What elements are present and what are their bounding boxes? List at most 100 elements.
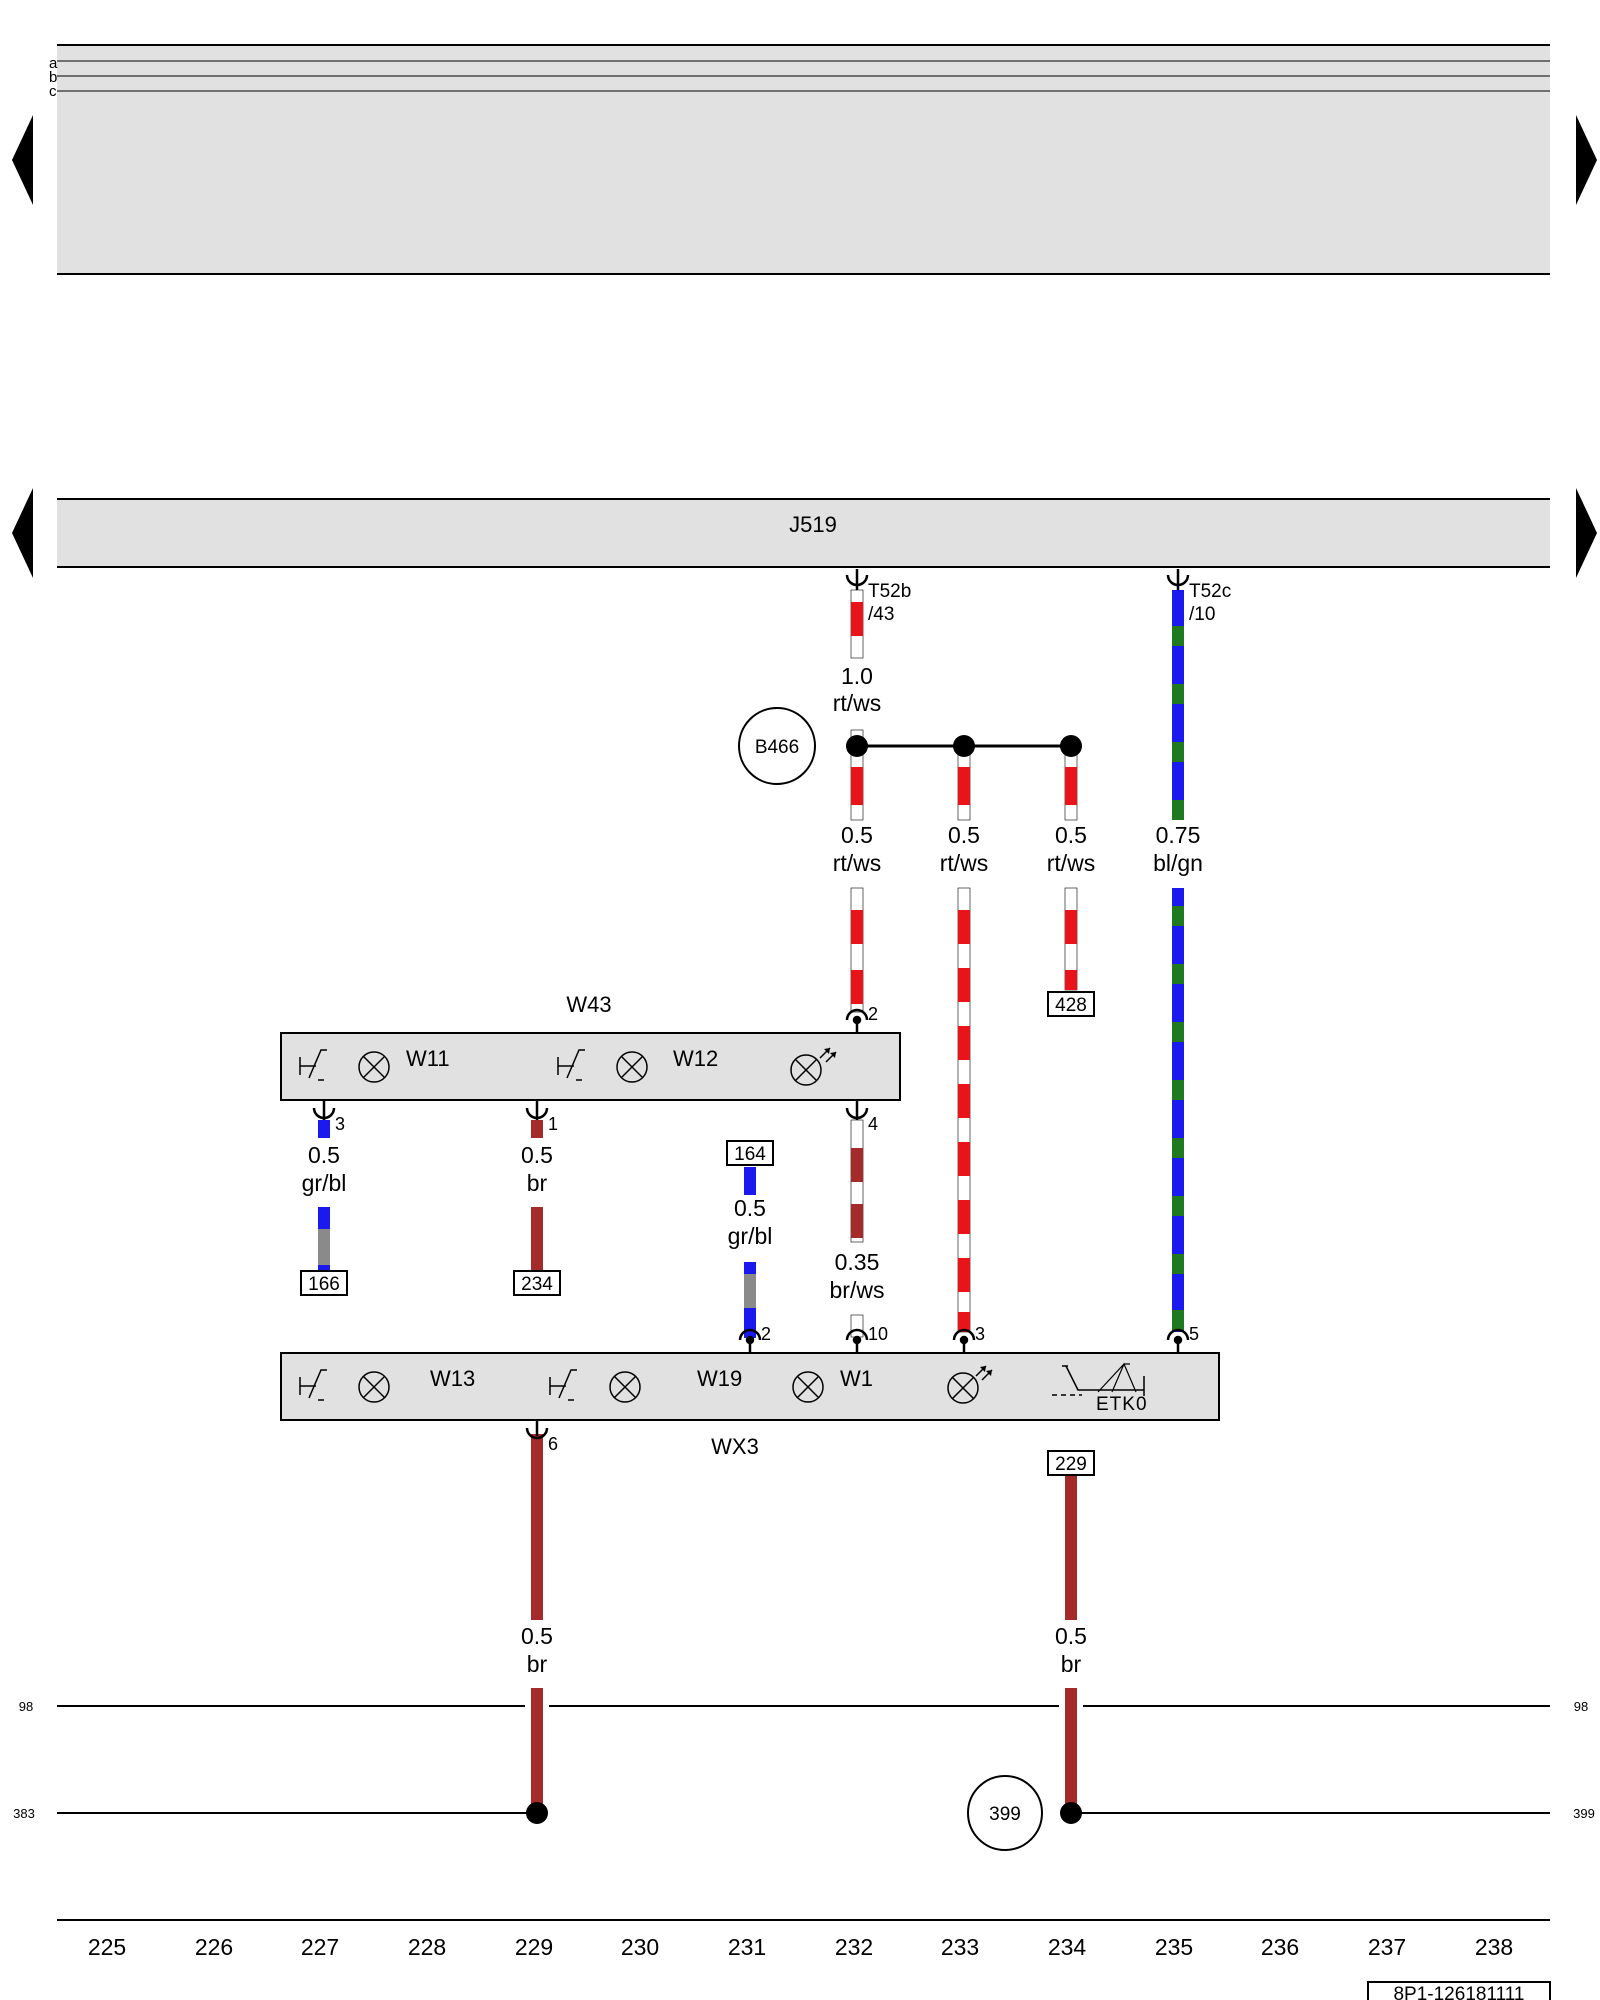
line-399-right: 399 (1573, 1806, 1595, 1821)
w19-label: W19 (697, 1366, 742, 1391)
wire-164-size: 0.5 (734, 1195, 766, 1221)
wire-bl-gn-lower (1172, 888, 1184, 1332)
document-id-label: 8P1-126181111 (1393, 1984, 1524, 2000)
bus-label-b: b (49, 69, 57, 86)
wire-gr-bl-pin3 (318, 1120, 330, 1287)
wire-b2-color: rt/ws (940, 850, 989, 876)
wire-bl-gn-upper (1172, 590, 1184, 820)
wire-br-ws-pin4 (850, 1119, 864, 1243)
connector-symbol (845, 1008, 869, 1021)
nav-left-arrow-icon[interactable] (12, 115, 33, 205)
document-id: 8P1-126181111 (1367, 1981, 1551, 2000)
led-icon (790, 1047, 837, 1086)
door-contact-switch-icon (1052, 1362, 1145, 1396)
wire-g2-color: br (1061, 1651, 1082, 1677)
wire-p1-color: br (527, 1170, 548, 1196)
connector-symbol (845, 1328, 869, 1341)
column-number: 235 (1155, 1934, 1193, 1960)
lamp-icon (358, 1051, 390, 1083)
column-number: 228 (408, 1934, 446, 1960)
nav-right-arrow-icon-2[interactable] (1576, 488, 1597, 578)
wire-long-rt-ws (957, 887, 971, 1333)
wire-lower-rt-ws-3 (1064, 887, 1078, 991)
wire-br-ws-pin10 (850, 1314, 864, 1338)
ref-164-label: 164 (734, 1144, 766, 1165)
line-98-right: 98 (1574, 1699, 1588, 1714)
w11-label: W11 (406, 1046, 450, 1071)
wire-b1-color: rt/ws (833, 850, 882, 876)
etk-label: ETK0 (1096, 1394, 1148, 1415)
ref-166-label: 166 (308, 1274, 340, 1295)
lamp-icon (609, 1371, 641, 1403)
column-number: 227 (301, 1934, 339, 1960)
bus-label-c: c (49, 83, 57, 100)
w12-label: W12 (673, 1046, 718, 1071)
column-number: 225 (88, 1934, 126, 1960)
wire-br-pin1 (531, 1120, 543, 1287)
w13-label: W13 (430, 1366, 475, 1391)
connector-symbol (525, 1427, 549, 1440)
component-wx3: WX3 W13 W19 W1 ETK0 (280, 1352, 1220, 1459)
connector-symbols (312, 569, 1190, 1440)
component-w43: W43 W11 W12 (280, 992, 901, 1101)
wire-branch-rt-ws-2 (957, 747, 971, 821)
switch-icon (557, 1049, 585, 1081)
nav-left-arrow-icon-2[interactable] (12, 488, 33, 578)
ref-box-428[interactable]: 428 (1047, 991, 1095, 1017)
wire-p4-size: 0.35 (835, 1249, 880, 1275)
wx3-pin-3: 3 (975, 1324, 985, 1344)
wx3-pin-6: 6 (548, 1434, 558, 1454)
lamp-icon (792, 1371, 824, 1403)
wire-main-size: 1.0 (841, 663, 873, 689)
column-number: 233 (941, 1934, 979, 1960)
wire-164-color: gr/bl (728, 1223, 773, 1249)
w43-pin-2: 2 (868, 1004, 878, 1024)
ref-box-166[interactable]: 166 (300, 1270, 348, 1296)
switch-icon (299, 1049, 327, 1081)
wire-main-rt-ws (850, 589, 864, 659)
splice-b466: B466 (738, 707, 1082, 785)
wire-p3-color: gr/bl (302, 1170, 347, 1196)
w1-label: W1 (840, 1366, 873, 1391)
wire-labels: 1.0 rt/ws 0.5 rt/ws 0.5 rt/ws 0.5 rt/ws … (302, 663, 1203, 1677)
wire-g2-size: 0.5 (1055, 1623, 1087, 1649)
switch-icon (299, 1369, 327, 1401)
w43-pin-4: 4 (868, 1114, 878, 1134)
bus-label-a: a (49, 55, 58, 72)
control-unit-j519: J519 (57, 498, 1550, 568)
connector-symbol (952, 1328, 976, 1341)
column-number: 232 (835, 1934, 873, 1960)
connector-t52b-name: T52b (868, 581, 911, 602)
ref-box-164[interactable]: 164 (726, 1140, 774, 1166)
wire-main-color: rt/ws (833, 690, 882, 716)
led-icon (947, 1365, 993, 1404)
ref-234-label: 234 (521, 1274, 553, 1295)
column-ruler: 225 226 227 228 229 230 231 232 233 234 … (57, 1919, 1550, 1960)
wire-g1-size: 0.5 (521, 1623, 553, 1649)
ref-box-234[interactable]: 234 (513, 1270, 561, 1296)
wire-br-ground-1 (531, 1434, 543, 1810)
wire-g1-color: br (527, 1651, 548, 1677)
wx3-pin-10: 10 (868, 1324, 888, 1344)
connector-t52c-name: T52c (1189, 581, 1231, 602)
wx3-pin-2: 2 (761, 1324, 771, 1344)
column-number: 237 (1368, 1934, 1406, 1960)
wx3-pin-5: 5 (1189, 1324, 1199, 1344)
connector-symbol (738, 1328, 762, 1341)
wire-p4-color: br/ws (830, 1277, 885, 1303)
wire-bg-size: 0.75 (1156, 822, 1201, 848)
column-number: 234 (1048, 1934, 1087, 1960)
lamp-icon (358, 1371, 390, 1403)
line-383-left: 383 (13, 1806, 35, 1821)
wire-b2-size: 0.5 (948, 822, 980, 848)
ref-box-229[interactable]: 229 (1047, 1450, 1095, 1476)
wire-b3-size: 0.5 (1055, 822, 1087, 848)
w43-pin-3: 3 (335, 1114, 345, 1134)
ground-point-399: 399 (989, 1804, 1021, 1825)
wire-p1-size: 0.5 (521, 1142, 553, 1168)
ref-428-label: 428 (1055, 995, 1087, 1016)
column-number: 236 (1261, 1934, 1299, 1960)
column-number: 231 (728, 1934, 766, 1960)
nav-right-arrow-icon[interactable] (1576, 115, 1597, 205)
